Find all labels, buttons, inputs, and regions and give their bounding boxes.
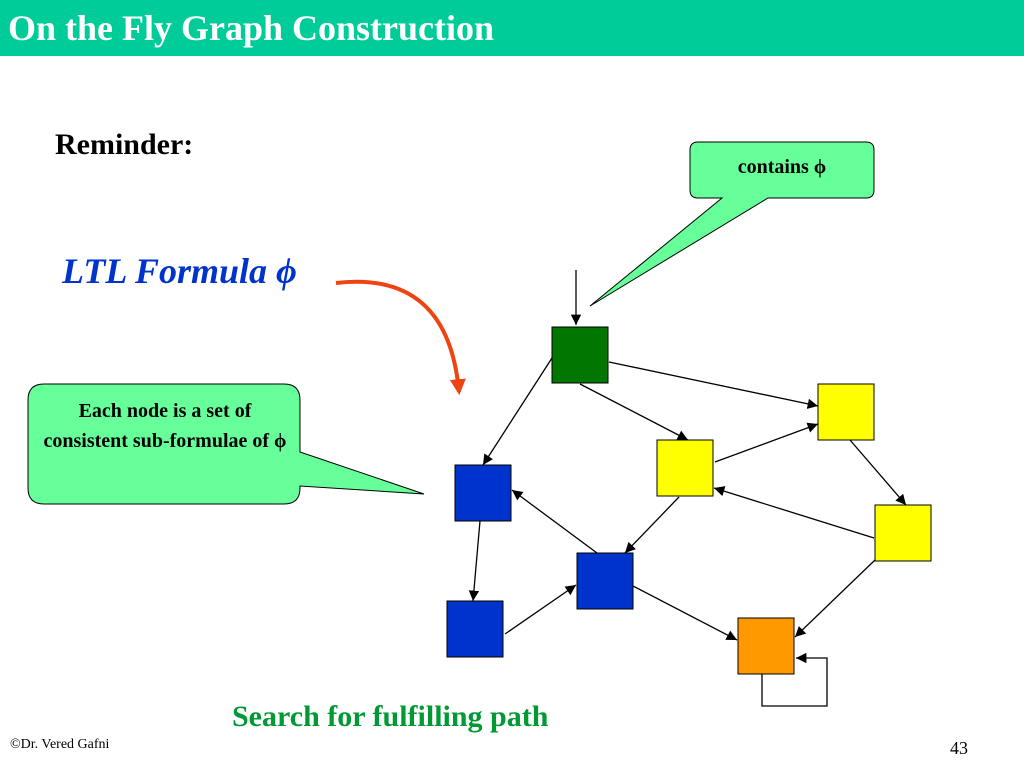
node-yellow-mid	[656, 439, 714, 497]
node-blue-bottom	[446, 600, 504, 658]
node-blue-center	[576, 552, 634, 610]
formula-arrow	[335, 279, 466, 396]
slide-title: On the Fly Graph Construction	[8, 8, 495, 48]
node-initial-green	[551, 326, 609, 384]
edge	[579, 383, 689, 441]
node-callout-text: Each node is a set of consistent sub-for…	[43, 400, 287, 452]
caption: Search for fulfilling path	[232, 700, 549, 733]
contains-callout-text: contains ϕ	[737, 156, 827, 178]
ltl-formula-label: LTL Formula ϕ	[62, 251, 297, 291]
nodes	[446, 326, 932, 675]
edge	[713, 486, 875, 539]
edge	[794, 559, 876, 638]
edge	[624, 496, 680, 554]
edge	[511, 489, 598, 554]
reminder-label: Reminder:	[55, 128, 194, 161]
edge	[482, 357, 553, 466]
node-orange	[737, 617, 795, 675]
node-yellow-top	[817, 383, 875, 441]
edge	[849, 439, 907, 506]
node-blue-left	[454, 464, 512, 522]
edge	[468, 520, 481, 602]
node-description-callout	[27, 383, 425, 505]
edge	[608, 361, 819, 409]
copyright: ©Dr. Vered Gafni	[10, 737, 110, 752]
edge	[504, 584, 577, 635]
edge	[632, 585, 738, 641]
title-bar	[0, 0, 1024, 56]
self-loop-edge	[761, 652, 828, 707]
edges	[468, 357, 907, 707]
node-yellow-right	[874, 504, 932, 562]
contains-callout	[589, 141, 875, 307]
edge	[714, 422, 819, 463]
page-number: 43	[950, 738, 968, 758]
